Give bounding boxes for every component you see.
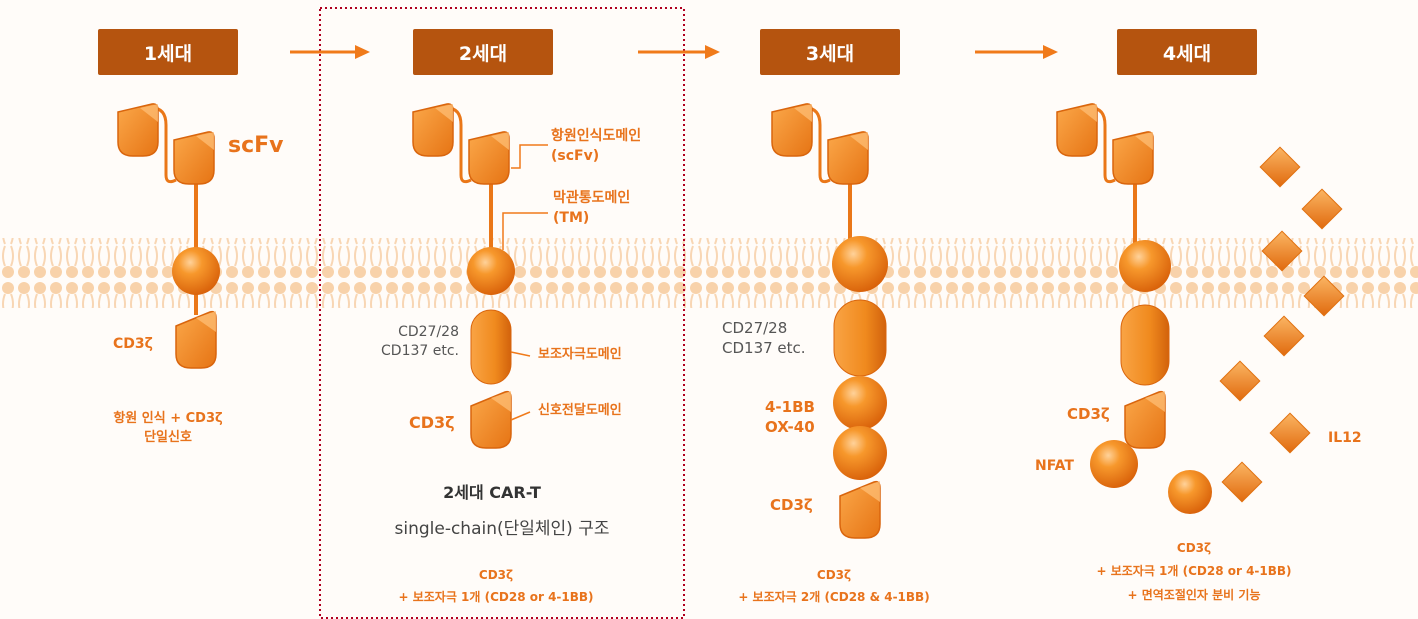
gen2-costim-name-2: CD137 etc. xyxy=(381,342,459,359)
arrow-3-to-4 xyxy=(975,45,1058,59)
gen2-desc-line2: + 보조자극 1개 (CD28 or 4-1BB) xyxy=(398,589,594,604)
gen2-signal-domain-label: 신호전달도메인 xyxy=(538,403,622,418)
gen3-costim-b: OX-40 xyxy=(765,417,815,436)
tm-domain-abbr: (TM) xyxy=(553,210,590,227)
arrow-1-to-2 xyxy=(290,45,370,59)
gen4-car-structure xyxy=(1056,103,1212,514)
antigen-domain-abbr: (scFv) xyxy=(551,148,600,165)
gen2-costim-names: CD27/28 CD137 etc. xyxy=(367,323,459,361)
gen2-label: 2세대 xyxy=(413,29,553,75)
gen1-description: 항원 인식 + CD3ζ 단일신호 xyxy=(113,410,222,448)
gen4-desc-line3: + 면역조절인자 분비 기능 xyxy=(1127,587,1261,602)
cell-membrane xyxy=(0,238,1418,308)
gen3-label: 3세대 xyxy=(760,29,900,75)
gen3-costim-labels: 4-1BB OX-40 xyxy=(765,398,815,437)
gen3-car-structure xyxy=(771,103,888,539)
gen3-costim-a: 4-1BB xyxy=(765,398,815,416)
gen2-cd3z-label: CD3ζ xyxy=(409,413,455,432)
nfat-ball xyxy=(1090,440,1138,488)
gen1-desc-line1: 항원 인식 + CD3ζ xyxy=(113,411,223,426)
gen2-caption-sub: single-chain(단일체인) 구조 xyxy=(394,519,610,539)
gen2-highlight-box xyxy=(319,7,685,619)
gen1-cd3z-label: CD3ζ xyxy=(113,336,153,352)
gen1-desc-line2: 단일신호 xyxy=(144,429,192,445)
gen2-caption-title: 2세대 CAR-T xyxy=(443,483,541,502)
gen1-scfv-label: scFv xyxy=(228,133,284,158)
gen3-costim-name-2: CD137 etc. xyxy=(722,339,806,358)
gen4-description: CD3ζ + 보조자극 1개 (CD28 or 4-1BB) + 면역조절인자 … xyxy=(1096,537,1291,607)
gen2-car-structure xyxy=(412,103,548,449)
gen2-description: CD3ζ + 보조자극 1개 (CD28 or 4-1BB) xyxy=(398,565,593,608)
gen3-cd3z-label: CD3ζ xyxy=(770,496,813,514)
gen4-il12-label: IL12 xyxy=(1328,430,1362,446)
gen3-desc-line2: + 보조자극 2개 (CD28 & 4-1BB) xyxy=(738,589,930,604)
gen2-costim-name-1: CD27/28 xyxy=(398,324,459,340)
gen2-desc-line1: CD3ζ xyxy=(478,568,514,582)
gen4-desc-line2: + 보조자극 1개 (CD28 or 4-1BB) xyxy=(1096,564,1292,579)
secreted-ball xyxy=(1168,470,1212,514)
tm-domain-text: 막관통도메인 xyxy=(553,190,631,206)
gen2-costim-domain-label: 보조자극도메인 xyxy=(538,347,622,362)
gen3-costim-name-1: CD27/28 xyxy=(722,319,788,337)
gen4-desc-line1: CD3ζ xyxy=(1176,541,1212,555)
gen3-costim-names: CD27/28 CD137 etc. xyxy=(722,318,806,359)
arrow-2-to-3 xyxy=(638,45,720,59)
gen1-label: 1세대 xyxy=(98,29,238,75)
gen2-antigen-domain-label: 항원인식도메인 (scFv) xyxy=(551,126,641,167)
gen4-label: 4세대 xyxy=(1117,29,1257,75)
gen4-nfat-label: NFAT xyxy=(1035,458,1074,474)
antigen-domain-text: 항원인식도메인 xyxy=(551,128,642,144)
gen1-car-structure xyxy=(117,103,220,369)
gen4-cd3z-label: CD3ζ xyxy=(1067,405,1110,423)
gen3-desc-line1: CD3ζ xyxy=(816,568,852,582)
gen2-tm-domain-label: 막관통도메인 (TM) xyxy=(553,188,630,229)
gen3-description: CD3ζ + 보조자극 2개 (CD28 & 4-1BB) xyxy=(738,565,929,608)
